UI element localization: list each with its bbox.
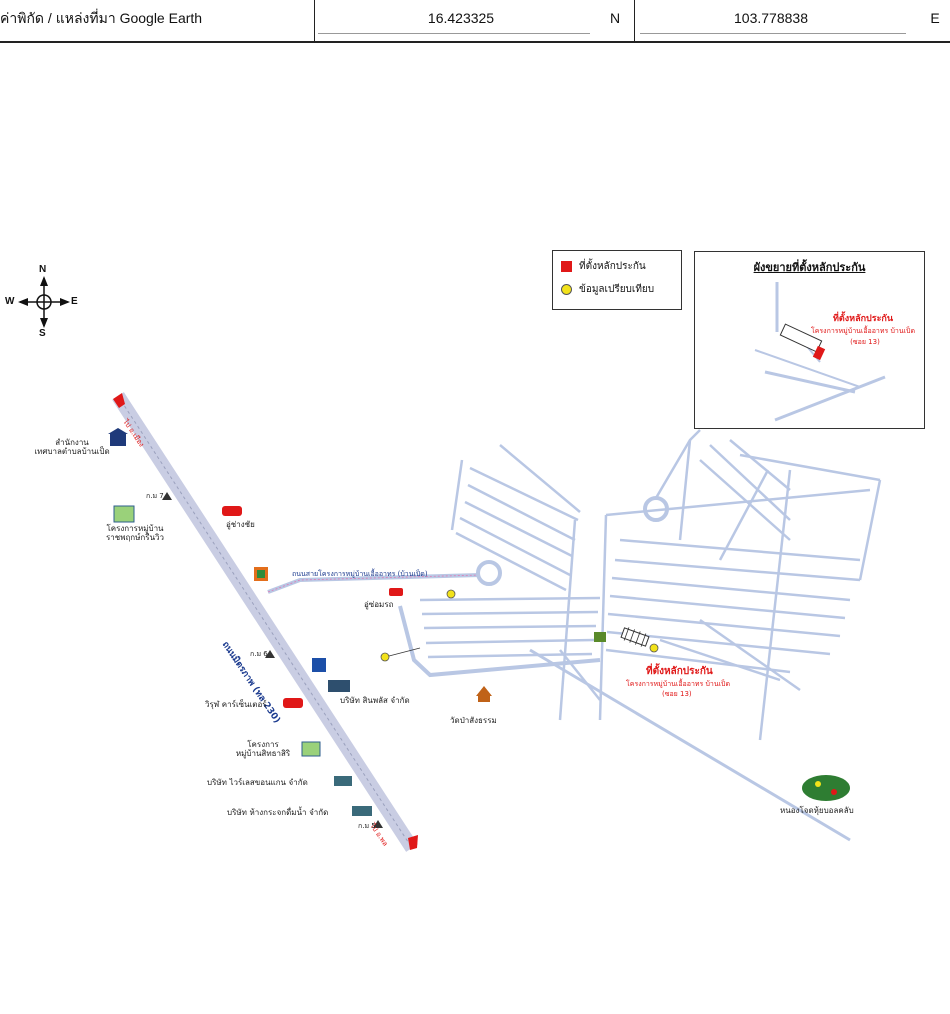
coordinate-header: ค่าพิกัด / แหล่งที่มา Google Earth 16.42… xyxy=(0,0,950,43)
highway-road xyxy=(112,392,418,852)
car-icon xyxy=(389,588,403,596)
warehouse-icon xyxy=(352,806,372,816)
park-icon xyxy=(802,775,850,801)
compass-icon xyxy=(18,276,70,328)
garage-icon xyxy=(594,632,606,642)
inset-map: ผังขยายที่ตั้งหลักประกัน ที่ตั้งหลักประก… xyxy=(694,251,925,429)
village-house-icon xyxy=(301,741,321,757)
latitude-hemisphere: N xyxy=(609,10,621,26)
company-wire-label: บริษัท ไวร์เลสขอนแกน จำกัด xyxy=(207,778,308,787)
latitude-value: 16.423325 xyxy=(427,10,495,26)
underline xyxy=(640,33,906,34)
underline xyxy=(318,33,590,34)
company-water-label: บริษัท ห้างกระจกดื่มน้ำ จำกัด xyxy=(227,808,329,817)
temple-icon xyxy=(476,686,492,702)
compass-rose: N S W E xyxy=(5,264,83,340)
lake-park-label: หนองโจดหุ้ยบอลคลับ xyxy=(780,806,854,815)
soi-grid-west xyxy=(419,444,601,721)
soi-grid-east xyxy=(598,429,882,741)
collateral-main-label: ที่ตั้งหลักประกัน xyxy=(646,666,713,677)
gas-station-icon xyxy=(312,658,326,672)
factory-icon xyxy=(328,680,350,692)
viriya-car-label: วิรุฬ คาร์เซ็นเตอร์ xyxy=(205,700,267,709)
village-access-road xyxy=(267,573,601,678)
compass-south: S xyxy=(39,328,46,339)
map-legend: ที่ตั้งหลักประกัน ข้อมูลเปรียบเทียบ xyxy=(552,250,682,310)
company-simplus-label: บริษัท สินพลัส จำกัด xyxy=(340,696,410,705)
arrow-down-icon xyxy=(408,835,418,850)
kilometer-marker-icon xyxy=(265,650,275,658)
roundabout xyxy=(476,560,502,586)
km6-label: ก.ม 6 xyxy=(250,650,268,658)
village-house-icon xyxy=(113,505,135,523)
km7-label: ก.ม 7 xyxy=(146,492,164,500)
collateral-soi-label: (ซอย 13) xyxy=(662,690,692,698)
arrow-up-icon xyxy=(113,393,125,408)
coordinate-source-label: ค่าพิกัด / แหล่งที่มา Google Earth xyxy=(0,10,203,26)
warehouse-icon xyxy=(334,776,352,786)
comparable-point xyxy=(446,589,456,599)
divider xyxy=(314,0,315,41)
legend-comparable-label: ข้อมูลเปรียบเทียบ xyxy=(579,284,655,295)
longitude-value: 103.778838 xyxy=(734,10,808,26)
kilometer-marker-icon xyxy=(373,820,383,828)
inset-site-soi: (ซอย 13) xyxy=(850,338,880,346)
main-road-south xyxy=(529,648,851,842)
red-square-icon xyxy=(561,261,572,272)
government-building-icon xyxy=(108,428,128,446)
inset-site-sub: โครงการหมู่บ้านเอื้ออาทร บ้านเป็ด xyxy=(810,327,915,335)
compass-north: N xyxy=(39,264,47,275)
garage-chai-label: อู่ช่างชัย xyxy=(226,520,255,529)
divider xyxy=(634,0,635,41)
collateral-sub-label: โครงการหมู่บ้านเอื้ออาทร บ้านเป็ด xyxy=(626,680,731,688)
car-icon xyxy=(222,506,242,516)
compass-west: W xyxy=(5,296,15,307)
village-project-label: โครงการหมู่บ้าน ราชพฤกษ์กรีนวิว xyxy=(105,524,165,543)
legend-collateral-label: ที่ตั้งหลักประกัน xyxy=(579,261,646,272)
kilometer-marker-icon xyxy=(162,492,172,500)
km5-label: ก.ม 5 xyxy=(358,822,376,830)
inset-title: ผังขยายที่ตั้งหลักประกัน xyxy=(753,261,866,274)
inset-map-graphic xyxy=(754,282,886,422)
inset-site-label: ที่ตั้งหลักประกัน xyxy=(832,314,894,324)
temple-label: วัดป่าสังธรรม xyxy=(450,716,497,725)
collateral-site-marker xyxy=(620,627,650,647)
longitude-hemisphere: E xyxy=(930,10,940,26)
municipal-office-label: สำนักงาน เทศบาลตำบลบ้านเป็ด xyxy=(34,438,110,457)
yellow-circle-icon xyxy=(561,284,572,295)
comparable-point xyxy=(649,643,659,653)
project-sirisiri-label: โครงการ หมู่บ้านสิทธาสิริ xyxy=(235,740,291,759)
convenience-store-icon xyxy=(254,567,268,581)
compass-east: E xyxy=(71,296,78,307)
car-icon xyxy=(283,698,303,708)
garage-somrat-label: อู่ซ่อมรถ xyxy=(364,600,394,609)
village-road-label: ถนนสายโครงการหมู่บ้านเอื้ออาทร (บ้านเป็ด… xyxy=(292,570,428,578)
comparable-point xyxy=(380,647,421,662)
